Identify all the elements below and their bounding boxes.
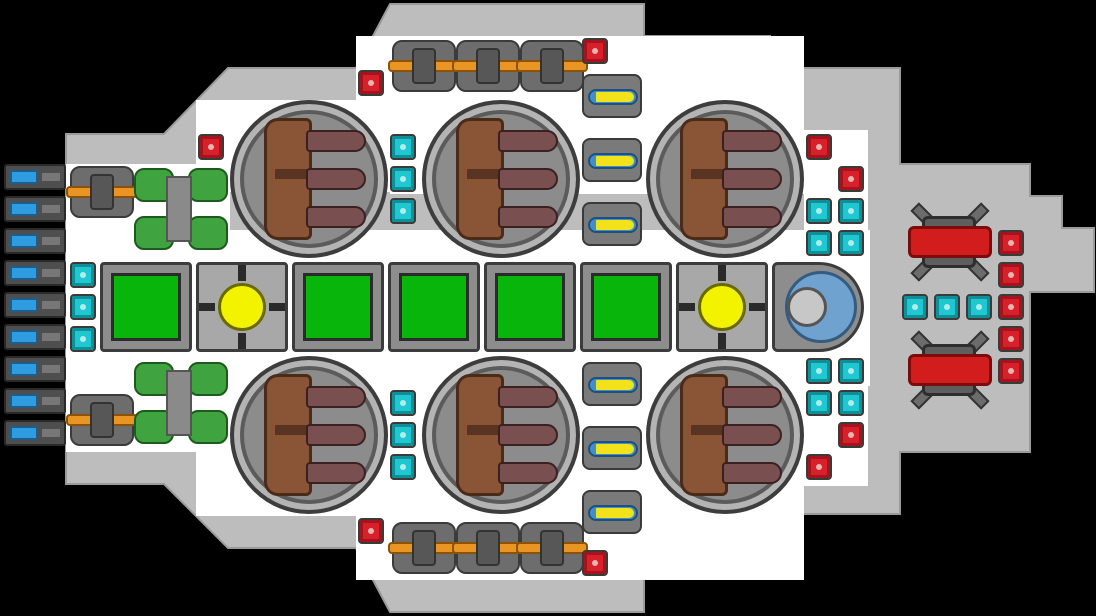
missile-icon[interactable] bbox=[582, 138, 642, 182]
missile-icon[interactable] bbox=[582, 426, 642, 470]
shield-block-icon[interactable] bbox=[838, 390, 864, 416]
armor-block-icon[interactable] bbox=[806, 134, 832, 160]
thruster-icon[interactable] bbox=[4, 324, 66, 350]
cannon-icon[interactable] bbox=[66, 394, 138, 446]
shield-block-icon[interactable] bbox=[966, 294, 992, 320]
cockpit-icon[interactable] bbox=[772, 262, 864, 352]
room-icon[interactable] bbox=[580, 262, 672, 352]
armor-block-icon[interactable] bbox=[198, 134, 224, 160]
reactor-icon[interactable] bbox=[646, 100, 804, 258]
shield-block-icon[interactable] bbox=[390, 422, 416, 448]
thruster-icon[interactable] bbox=[4, 420, 66, 446]
shield-block-icon[interactable] bbox=[838, 230, 864, 256]
shield-block-icon[interactable] bbox=[390, 134, 416, 160]
armor-block-icon[interactable] bbox=[358, 70, 384, 96]
room-icon[interactable] bbox=[292, 262, 384, 352]
armor-block-icon[interactable] bbox=[998, 230, 1024, 256]
armor-block-icon[interactable] bbox=[838, 166, 864, 192]
missile-icon[interactable] bbox=[582, 74, 642, 118]
room-icon[interactable] bbox=[388, 262, 480, 352]
gun-icon[interactable] bbox=[902, 196, 996, 288]
room-icon[interactable] bbox=[100, 262, 192, 352]
missile-icon[interactable] bbox=[582, 202, 642, 246]
cannon-icon[interactable] bbox=[452, 40, 524, 92]
armor-block-icon[interactable] bbox=[582, 550, 608, 576]
armor-block-icon[interactable] bbox=[998, 294, 1024, 320]
shield-block-icon[interactable] bbox=[390, 166, 416, 192]
core-hub-icon[interactable] bbox=[676, 262, 768, 352]
gun-icon[interactable] bbox=[902, 324, 996, 416]
shield-block-icon[interactable] bbox=[838, 198, 864, 224]
shield-block-icon[interactable] bbox=[70, 294, 96, 320]
armor-block-icon[interactable] bbox=[838, 422, 864, 448]
cannon-icon[interactable] bbox=[388, 40, 460, 92]
thruster-icon[interactable] bbox=[4, 196, 66, 222]
thruster-icon[interactable] bbox=[4, 388, 66, 414]
thruster-icon[interactable] bbox=[4, 356, 66, 382]
armor-block-icon[interactable] bbox=[998, 358, 1024, 384]
shield-block-icon[interactable] bbox=[390, 390, 416, 416]
thruster-icon[interactable] bbox=[4, 164, 66, 190]
fuel-tank-icon[interactable] bbox=[134, 164, 228, 254]
armor-block-icon[interactable] bbox=[806, 454, 832, 480]
armor-block-icon[interactable] bbox=[998, 262, 1024, 288]
shield-block-icon[interactable] bbox=[806, 230, 832, 256]
cannon-icon[interactable] bbox=[516, 522, 588, 574]
reactor-icon[interactable] bbox=[422, 100, 580, 258]
armor-block-icon[interactable] bbox=[998, 326, 1024, 352]
reactor-icon[interactable] bbox=[230, 100, 388, 258]
thruster-icon[interactable] bbox=[4, 292, 66, 318]
fuel-tank-icon[interactable] bbox=[134, 358, 228, 448]
cannon-icon[interactable] bbox=[388, 522, 460, 574]
cannon-icon[interactable] bbox=[452, 522, 524, 574]
missile-icon[interactable] bbox=[582, 362, 642, 406]
reactor-icon[interactable] bbox=[646, 356, 804, 514]
shield-block-icon[interactable] bbox=[390, 454, 416, 480]
shield-block-icon[interactable] bbox=[70, 262, 96, 288]
room-icon[interactable] bbox=[484, 262, 576, 352]
shield-block-icon[interactable] bbox=[390, 198, 416, 224]
shield-block-icon[interactable] bbox=[838, 358, 864, 384]
shield-block-icon[interactable] bbox=[806, 358, 832, 384]
cannon-icon[interactable] bbox=[66, 166, 138, 218]
shield-block-icon[interactable] bbox=[902, 294, 928, 320]
thruster-icon[interactable] bbox=[4, 228, 66, 254]
reactor-icon[interactable] bbox=[230, 356, 388, 514]
armor-block-icon[interactable] bbox=[582, 38, 608, 64]
core-hub-icon[interactable] bbox=[196, 262, 288, 352]
cannon-icon[interactable] bbox=[516, 40, 588, 92]
shield-block-icon[interactable] bbox=[70, 326, 96, 352]
shield-block-icon[interactable] bbox=[934, 294, 960, 320]
thruster-icon[interactable] bbox=[4, 260, 66, 286]
reactor-icon[interactable] bbox=[422, 356, 580, 514]
shield-block-icon[interactable] bbox=[806, 198, 832, 224]
armor-block-icon[interactable] bbox=[358, 518, 384, 544]
shield-block-icon[interactable] bbox=[806, 390, 832, 416]
missile-icon[interactable] bbox=[582, 490, 642, 534]
